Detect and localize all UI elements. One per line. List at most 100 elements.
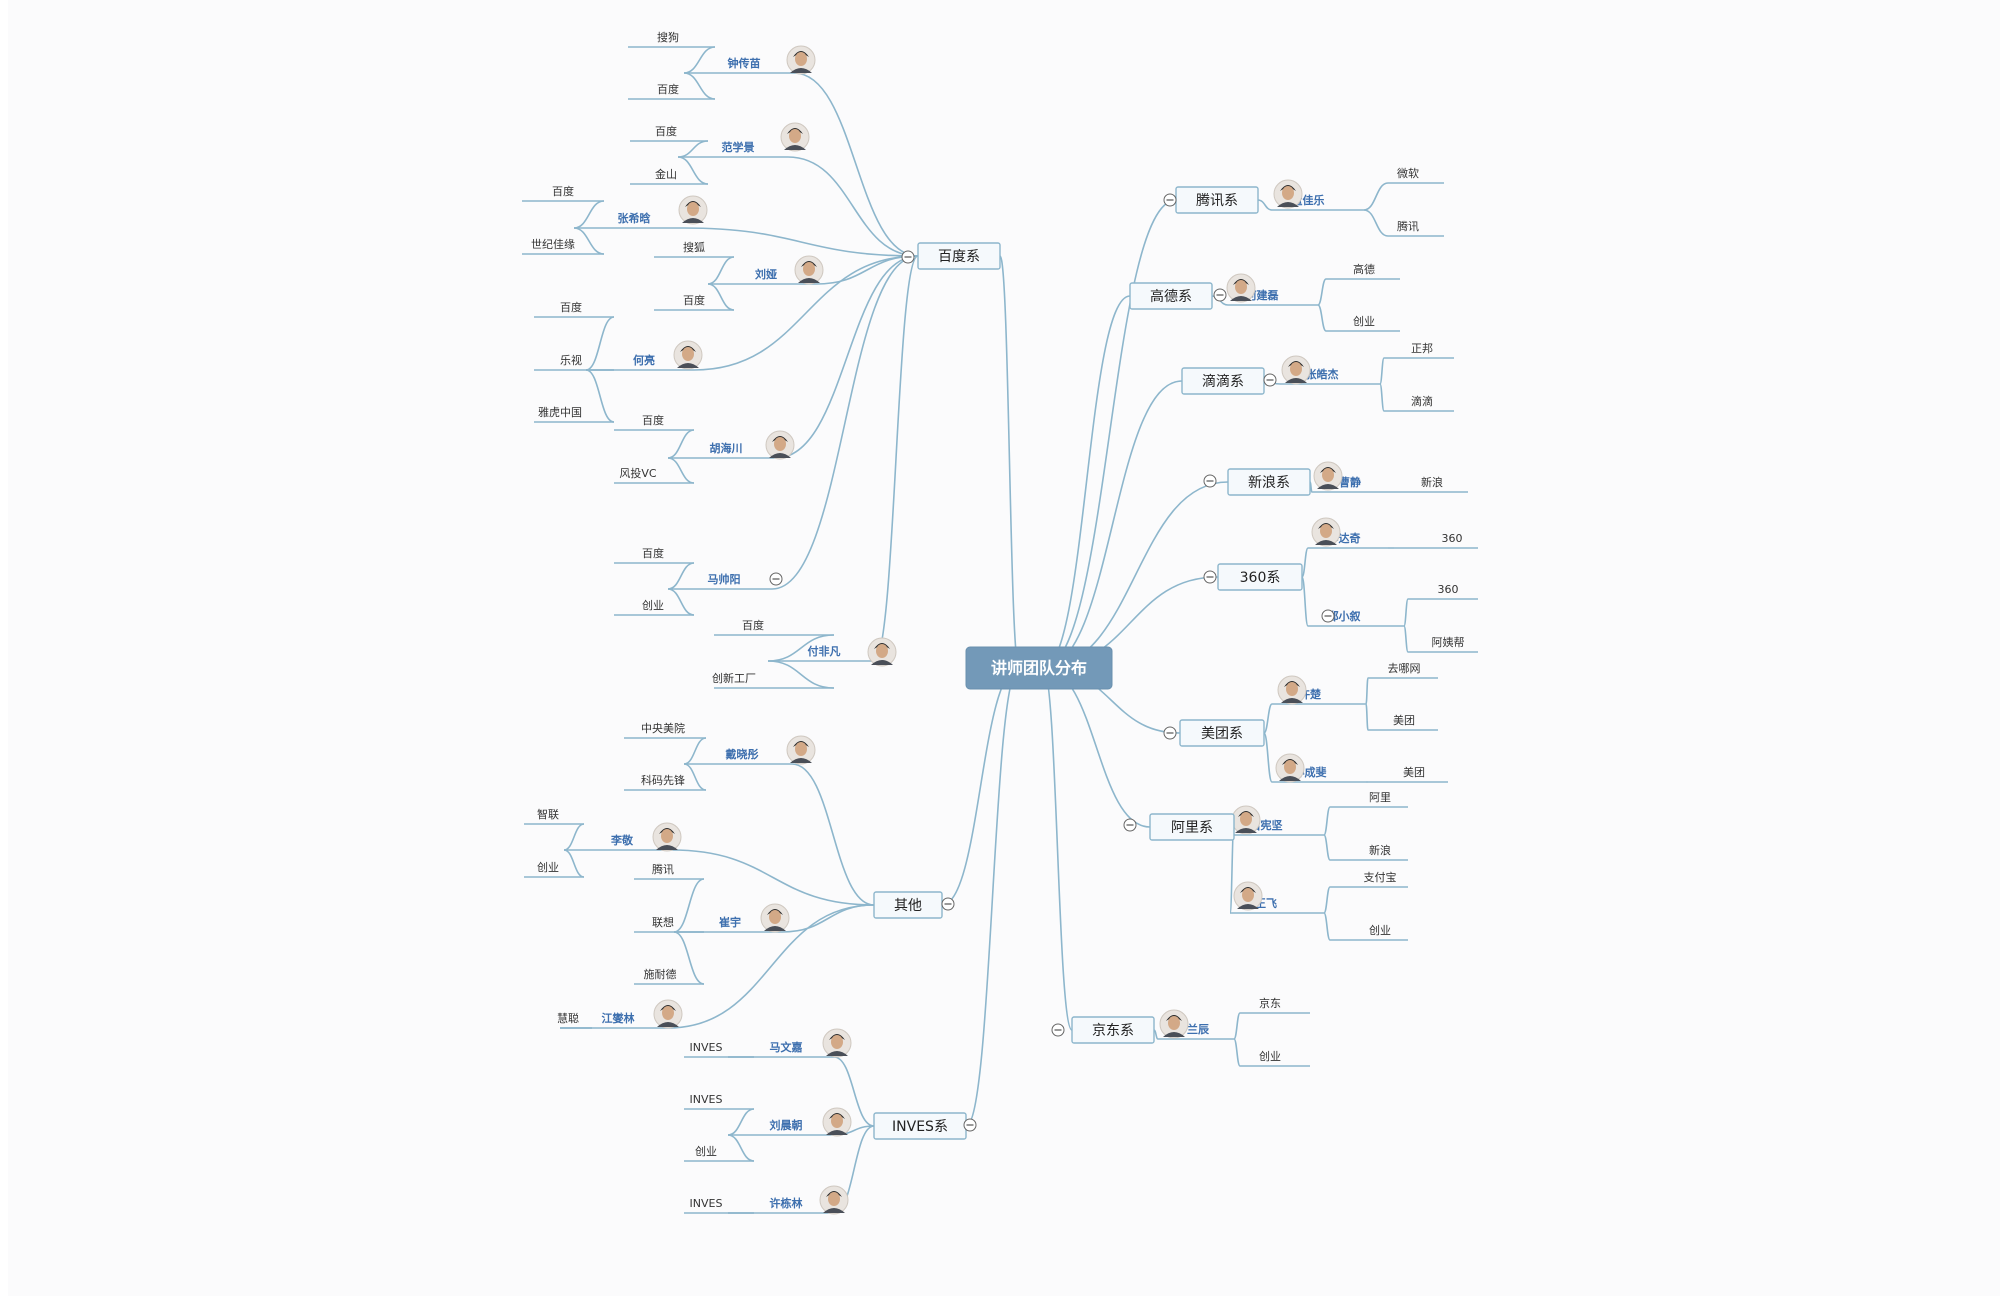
avatar-icon [1233,881,1263,911]
branch-label: 滴滴系 [1202,373,1244,390]
person-company-edge [707,283,735,311]
collapse-toggle[interactable] [901,250,915,264]
avatar-icon [1277,675,1307,705]
avatar-icon [652,822,682,852]
collapse-toggle[interactable] [1163,726,1177,740]
avatar-icon [678,195,708,225]
company-label: 创新工厂 [712,671,756,685]
person-company-edge [767,634,835,662]
company-label: 新浪 [1421,475,1443,489]
branch-node-inves[interactable]: INVES系 [873,1112,967,1140]
collapse-toggle[interactable] [941,897,955,911]
person-name: 马文嘉 [770,1040,803,1054]
company-label: 360 [1438,583,1459,596]
branch-node-baidu[interactable]: 百度系 [917,242,1001,270]
company-label: INVES [690,1093,723,1106]
company-label: 百度 [642,413,664,427]
branch-node-didi[interactable]: 滴滴系 [1181,367,1265,395]
branch-node-gaode[interactable]: 高德系 [1129,282,1213,310]
collapse-toggle[interactable] [1123,818,1137,832]
branch-person-edge [1263,703,1273,734]
company-label: INVES [690,1197,723,1210]
collapse-toggle[interactable] [1213,288,1227,302]
person-name: 钟传苗 [728,56,761,70]
mindmap-diagram: 搜狗百度钟传苗百度金山范学景百度世纪佳缘张希晗搜狐百度刘娅百度乐视雅虎中国何亮百… [522,30,1478,1215]
branch-node-meituan[interactable]: 美团系 [1179,719,1265,747]
person-company-edge [1403,598,1409,627]
avatar-icon [760,903,790,933]
branch-person-edge [873,255,919,662]
root-node[interactable]: 讲师团队分布 [965,646,1113,690]
branch-person-edge [1263,732,1273,783]
person-company-edge [673,878,705,933]
avatar-icon [794,255,824,285]
person-company-edge [667,457,695,484]
company-label: 正邦 [1411,342,1433,355]
company-label: 百度 [552,184,574,198]
branch-person-edge [781,904,875,933]
collapse-toggle[interactable] [1203,570,1217,584]
root-branch-edge [1042,199,1177,669]
collapse-toggle[interactable] [1263,373,1277,387]
company-label: 高德 [1353,262,1375,276]
root-branch-edge [1042,481,1229,669]
person-company-edge [677,140,709,158]
person-company-edge [677,156,709,185]
person-name: 郑小叙 [1328,609,1361,623]
collapse-toggle[interactable] [1051,1023,1065,1037]
avatar-icon [819,1185,849,1215]
company-label: 联想 [652,915,674,929]
root-branch-edge [999,255,1020,669]
company-label: 智联 [537,807,559,821]
person-company-edge [585,369,615,423]
company-label: 施耐德 [644,967,677,981]
company-label: 微软 [1397,166,1419,180]
person-name: 范学景 [722,140,755,154]
person-company-edge [727,1134,755,1162]
branch-node-other[interactable]: 其他 [873,891,943,919]
person-name: 马帅阳 [708,572,741,586]
person-company-edge [585,316,615,371]
person-company-edge [573,227,605,255]
avatar-icon [1275,753,1305,783]
person-company-edge [1363,182,1389,211]
avatar-icon [1159,1009,1189,1039]
company-label: 支付宝 [1364,870,1397,884]
company-label: 创业 [1353,315,1375,328]
branch-label: 美团系 [1201,726,1243,742]
collapse-toggle[interactable] [963,1118,977,1132]
company-label: 腾讯 [1397,219,1419,233]
person-name: 曹静 [1339,475,1361,489]
branch-node-tencent[interactable]: 腾讯系 [1175,186,1259,214]
avatar-icon [867,637,897,667]
collapse-toggle[interactable] [1163,193,1177,207]
company-label: 百度 [657,82,679,96]
person-name: 戴晓彤 [726,747,759,761]
root-label: 讲师团队分布 [991,659,1087,678]
person-name: 李敬 [610,833,634,847]
branch-person-edge [787,156,919,257]
branch-person-edge [671,849,875,906]
branch-node-ali[interactable]: 阿里系 [1149,813,1235,841]
company-label: 百度 [642,546,664,560]
company-label: 滴滴 [1411,394,1433,408]
person-name: 张希晗 [618,211,652,225]
person-company-edge [1317,278,1327,306]
branch-label: 京东系 [1092,1023,1134,1039]
branch-label: 阿里系 [1171,820,1213,836]
person-name: 江燮林 [602,1011,635,1025]
collapse-toggle[interactable] [1203,474,1217,488]
company-label: 百度 [742,618,764,632]
collapse-toggle[interactable] [1321,609,1335,623]
person-company-edge [563,823,585,851]
branch-node-jd[interactable]: 京东系 [1071,1016,1155,1044]
branch-node-sina[interactable]: 新浪系 [1227,468,1311,496]
collapse-toggle[interactable] [769,572,783,586]
root-branch-edge [965,667,1020,1127]
root-branch-edge [1042,380,1183,669]
person-name: 付非凡 [808,644,841,658]
avatar-icon [1313,461,1343,491]
person-company-edge [573,200,605,229]
branch-node-q360[interactable]: 360系 [1217,563,1303,591]
person-company-edge [1233,1038,1241,1067]
